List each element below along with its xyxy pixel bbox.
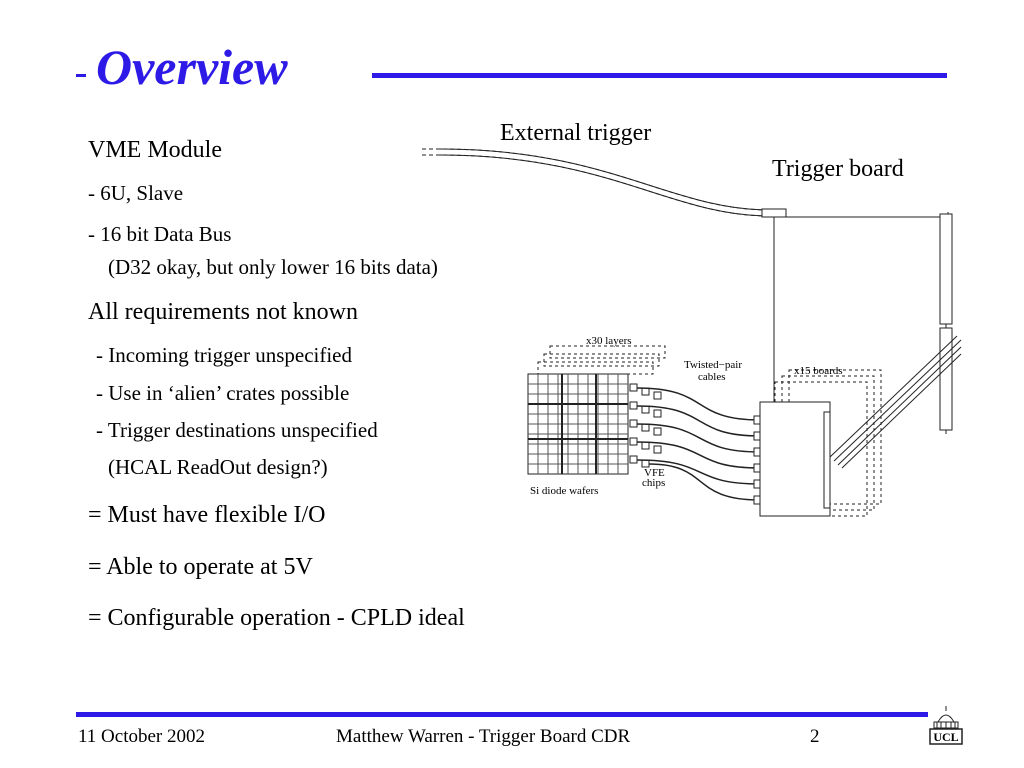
x15-boards-label: x15 boards	[794, 365, 843, 377]
chips-label: chips	[642, 477, 665, 489]
req-item-incoming-trigger: - Incoming trigger unspecified	[96, 343, 352, 367]
conclusion-cpld: = Configurable operation - CPLD ideal	[88, 605, 465, 631]
title-dash	[76, 74, 86, 77]
twisted-pair-label: Twisted−pair	[684, 359, 742, 371]
page-number: 2	[810, 726, 820, 747]
vfe-label: VFE	[644, 467, 665, 479]
conclusion-flexible-io: = Must have flexible I/O	[88, 502, 326, 528]
vme-item-data-bus: - 16 bit Data Bus	[88, 222, 232, 246]
vme-item-data-bus-note: (D32 okay, but only lower 16 bits data)	[108, 255, 438, 279]
title-rule	[372, 73, 947, 78]
external-trigger-label: External trigger	[500, 120, 651, 146]
ucl-logo-icon: UCL	[929, 706, 963, 745]
trigger-board-label: Trigger board	[772, 156, 904, 182]
slide-title: Overview	[96, 39, 288, 95]
conclusion-operate-5v: = Able to operate at 5V	[88, 554, 313, 580]
footer-rule	[76, 712, 928, 717]
req-item-alien-crates: - Use in ‘alien’ crates possible	[96, 381, 350, 405]
footer-title: Matthew Warren - Trigger Board CDR	[336, 726, 631, 747]
ucl-logo-text: UCL	[933, 730, 958, 744]
trigger-system-diagram: External trigger Trigger board x30 layer…	[422, 120, 962, 517]
cables-label: cables	[698, 371, 725, 383]
vme-item-6u-slave: - 6U, Slave	[88, 181, 184, 205]
x30-layers-label: x30 layers	[586, 335, 632, 347]
vme-heading: VME Module	[88, 137, 222, 163]
footer-date: 11 October 2002	[78, 726, 205, 747]
si-diode-wafers-label: Si diode wafers	[530, 485, 598, 497]
req-item-trigger-destinations: - Trigger destinations unspecified	[96, 418, 378, 442]
requirements-heading: All requirements not known	[88, 299, 358, 325]
req-item-hcal-note: (HCAL ReadOut design?)	[108, 455, 328, 479]
